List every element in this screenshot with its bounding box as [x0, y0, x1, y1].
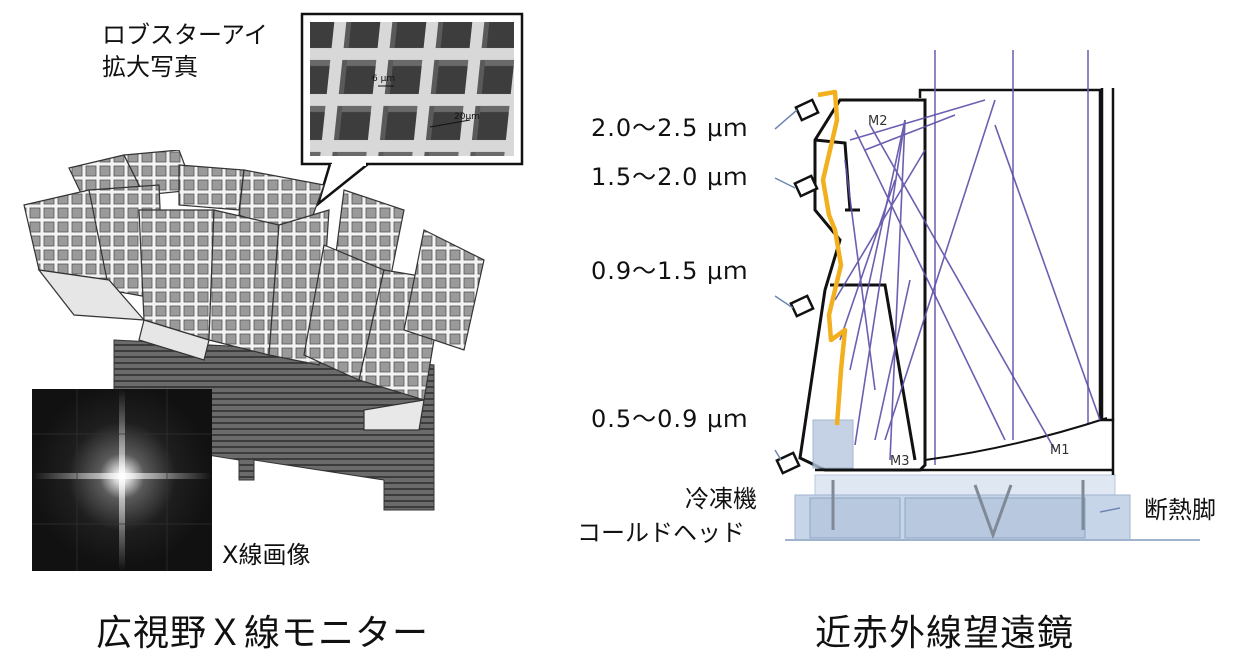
lobster-eye-inset-title-line1: ロブスターアイ — [102, 21, 268, 49]
cooler-label-line2: コールドヘッド — [577, 519, 745, 547]
lobster-eye-inset-title-line2: 拡大写真 — [102, 53, 198, 81]
lobster-eye-micrograph — [300, 12, 524, 208]
mirror-label-m3: M3 — [890, 454, 910, 469]
cooler-label-line1: 冷凍機 — [685, 485, 757, 513]
micro-scale-20um: 20μm — [454, 112, 480, 122]
band-label-2.0-2.5: 2.0～2.5 μｍ — [591, 114, 749, 142]
xray-monitor-caption: 広視野Ｘ線モニター — [96, 613, 430, 654]
xray-image — [32, 389, 212, 571]
mirror-label-m2: M2 — [868, 114, 888, 129]
micro-scale-6um: 6 μm — [372, 74, 396, 84]
band-label-0.5-0.9: 0.5～0.9 μｍ — [591, 405, 749, 433]
band-label-0.9-1.5: 0.9～1.5 μｍ — [591, 257, 749, 285]
insulation-leg-label: 断熱脚 — [1144, 496, 1216, 524]
xray-monitor-illustration — [23, 150, 485, 511]
nir-telescope-caption: 近赤外線望遠鏡 — [815, 613, 1075, 654]
telescope-base-structure — [785, 474, 1200, 541]
xray-image-label: X線画像 — [222, 541, 311, 569]
band-label-1.5-2.0: 1.5～2.0 μｍ — [591, 163, 749, 191]
mirror-label-m1: M1 — [1050, 443, 1070, 458]
nir-telescope-optics: M2 M1 M3 — [774, 50, 1200, 541]
